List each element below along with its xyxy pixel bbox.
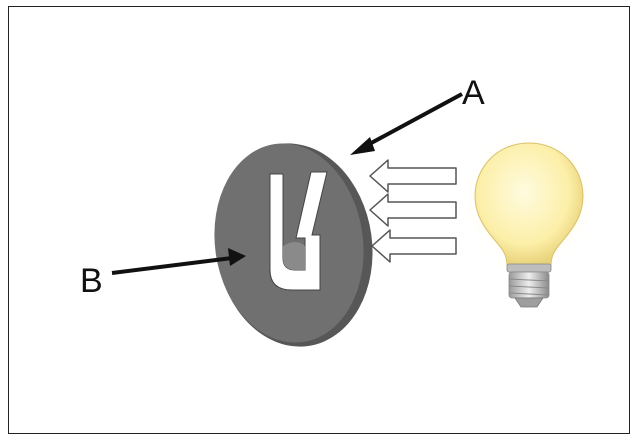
pointer-b bbox=[111, 248, 246, 275]
cutout-shape bbox=[269, 171, 328, 291]
bulb-collar bbox=[506, 263, 552, 273]
label-a: A bbox=[462, 74, 485, 112]
light-ray-arrow-3 bbox=[371, 229, 457, 263]
light-ray-arrows bbox=[369, 159, 457, 263]
label-b: B bbox=[80, 262, 103, 300]
disc-face bbox=[214, 143, 364, 343]
light-ray-arrow-2 bbox=[369, 193, 457, 227]
light-bulb-icon bbox=[459, 128, 599, 308]
light-ray-arrow-1 bbox=[369, 159, 457, 193]
bulb-tip bbox=[514, 297, 544, 308]
pointer-a bbox=[350, 92, 463, 155]
